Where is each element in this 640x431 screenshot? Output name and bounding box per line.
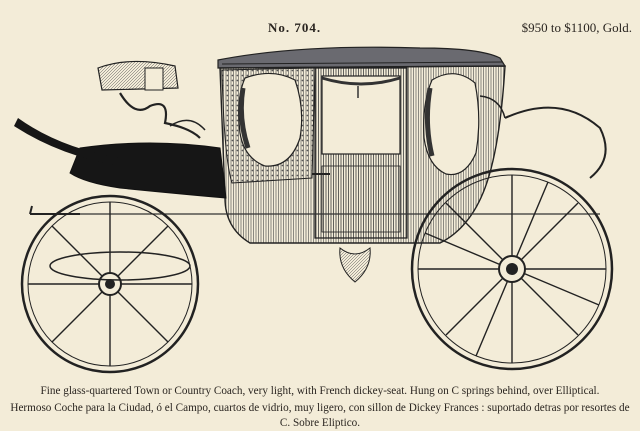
caption-english: Fine glass-quartered Town or Country Coa… [40, 385, 600, 397]
oval-window-left [238, 72, 303, 167]
dickey-seat [97, 60, 179, 91]
front-wheel [20, 194, 200, 374]
coach-roof [217, 46, 507, 69]
underbody-lamp [339, 247, 371, 283]
oval-window-right [423, 73, 480, 176]
caption-spanish: Hermoso Coche para la Ciudad, ó el Campo… [10, 402, 630, 429]
coach-illustration [14, 46, 614, 374]
elliptic-spring [49, 251, 191, 281]
door-window [321, 75, 401, 155]
catalog-number: No. 704. [268, 20, 322, 35]
price-label: $950 to $1100, Gold. [521, 20, 632, 35]
coach-boot [69, 142, 227, 199]
rear-wheel [410, 167, 614, 371]
c-spring [504, 106, 607, 179]
